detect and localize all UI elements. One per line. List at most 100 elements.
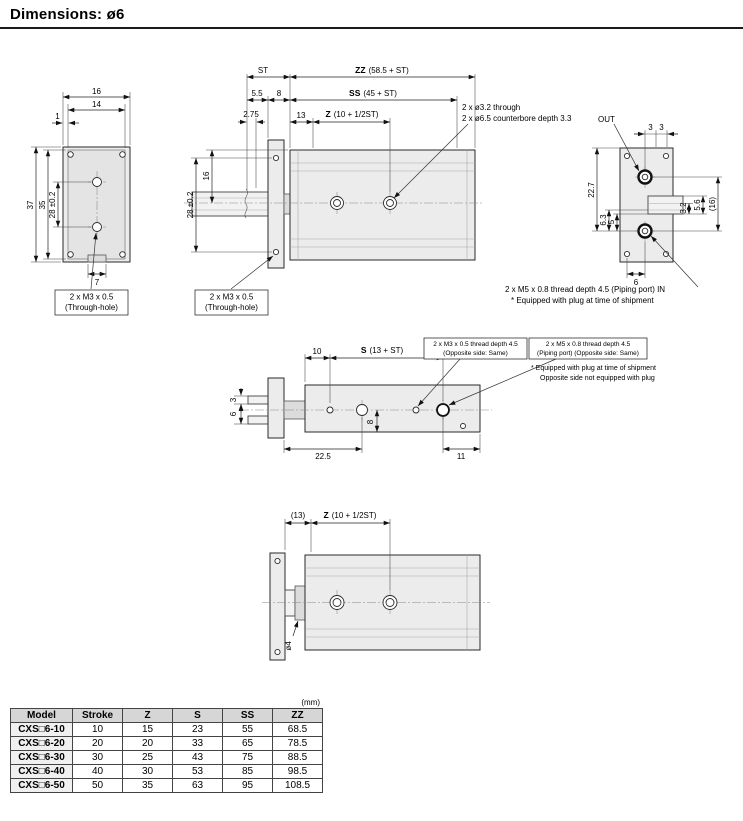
counterbore-hole-top: [356, 404, 368, 416]
front-view-geometry: [62, 146, 131, 263]
bottom-view-labels: (13) Z(10 + 1/2ST) ø4: [284, 510, 377, 651]
guide-rod: [191, 191, 269, 217]
plate-hole: [272, 248, 280, 256]
front-hole-label-line1: 2 x M3 x 0.5: [70, 293, 114, 302]
corner-hole: [67, 151, 74, 158]
dimension-drawing: 16 14 1 37 35 28 ±0.2 7 2 x M3 x 0.5 (Th…: [26, 65, 722, 661]
side-hole-label-line1: 2 x M3 x 0.5: [210, 293, 254, 302]
plate-hole: [274, 557, 281, 565]
top-dim-11: 11: [457, 452, 466, 461]
rod-end-bar: [647, 195, 684, 215]
model-cell: CXS□6-50: [10, 778, 73, 793]
port-view: OUT 3 3 3.2 5.6 (16) 22.7 6.3 5 6 2 x M5…: [505, 115, 722, 305]
port-dim-3a: 3: [648, 123, 653, 132]
side-callout-line2: 2 x ø6.5 counterbore depth 3.3: [462, 114, 572, 123]
col-ss: SS: [222, 708, 273, 723]
m3-thread-hole: [326, 406, 334, 414]
side-view-dimension-lines: [191, 74, 476, 316]
side-hole-label-box: [194, 289, 269, 316]
corner-hole: [623, 152, 631, 160]
front-hole-label-box: [54, 289, 129, 316]
corner-hole: [623, 250, 631, 258]
side-callout-line1: 2 x ø3.2 through: [462, 103, 520, 112]
table-row: CXS□6-20 20 20 33 65 78.5: [10, 736, 323, 751]
top-dim-s: S(13 + ST): [361, 345, 404, 355]
in-port-leader: [650, 235, 699, 288]
front-view-dimension-lines: [31, 92, 131, 316]
bottom-view: (13) Z(10 + 1/2ST) ø4: [262, 510, 490, 661]
m5-callout-box: [528, 337, 648, 360]
table-row: CXS□6-40 40 30 53 85 98.5: [10, 764, 323, 779]
model-cell: CXS□6-30: [10, 750, 73, 765]
m5-callout-line2: (Piping port) (Opposite side: Same): [537, 350, 639, 357]
front-dim-1: 1: [55, 112, 60, 121]
port-view-labels: OUT 3 3 3.2 5.6 (16) 22.7 6.3 5 6 2 x M5…: [505, 115, 717, 305]
front-dim-14: 14: [92, 100, 101, 109]
m3-callout-box: [423, 337, 528, 360]
m3-callout-line1: 2 x M3 x 0.5 thread depth 4.5: [433, 341, 518, 348]
side-dim-5-5: 5.5: [251, 89, 263, 98]
table-row: CXS□6-10 10 15 23 55 68.5: [10, 722, 323, 737]
out-leader: [613, 123, 640, 172]
plate-hole: [272, 154, 280, 162]
port-view-dimension-lines: [592, 123, 722, 288]
corner-hole: [119, 251, 126, 258]
port-dim-6-3: 6.3: [599, 214, 608, 226]
col-z: Z: [122, 708, 173, 723]
corner-hole: [119, 151, 126, 158]
front-dim-35: 35: [38, 200, 47, 209]
end-plate-bottom: [269, 552, 286, 661]
front-dim-37: 37: [26, 200, 35, 209]
unit-label: (mm): [301, 698, 320, 707]
side-view-labels: ST ZZ(58.5 + ST) 5.5 8 SS(45 + ST) 2.75 …: [186, 65, 572, 312]
front-dim-16: 16: [92, 87, 101, 96]
plug-note: * Equipped with plug at time of shipment: [511, 296, 655, 305]
m3-callout-leader: [417, 358, 461, 407]
front-hole-leader: [90, 232, 98, 290]
col-s: S: [172, 708, 223, 723]
piping-port-label: 2 x M5 x 0.8 thread depth 4.5 (Piping po…: [505, 285, 665, 294]
side-view-geometry: [184, 139, 483, 269]
plate-hole: [274, 648, 281, 656]
dimension-table-section: (mm) Model Stroke Z S SS ZZ CXS□6-10 10: [10, 698, 323, 793]
top-note-2: Opposite side not equipped with plug: [540, 375, 655, 382]
guide-rod-bottom: [247, 415, 269, 425]
port-dim-5: 5: [607, 219, 616, 224]
top-dim-22-5: 22.5: [315, 452, 331, 461]
piping-port-top: [436, 403, 450, 417]
side-dim-ss: SS(45 + ST): [349, 88, 397, 98]
port-dim-3b: 3: [659, 123, 664, 132]
port-dim-3-2: 3.2: [679, 202, 688, 214]
bottom-dim-13: (13): [291, 511, 306, 520]
bottom-dim-rod: ø4: [284, 641, 293, 651]
end-plate-top: [267, 377, 285, 439]
side-hole-label-line2: (Through-hole): [205, 303, 258, 312]
page-title: Dimensions: ø6: [10, 6, 125, 23]
bottom-dim-z: Z(10 + 1/2ST): [324, 510, 377, 520]
corner-hole: [662, 250, 670, 258]
top-view-dimension-lines: [234, 337, 648, 453]
m5-callout-leader: [448, 358, 557, 406]
side-dim-zz: ZZ(58.5 + ST): [355, 65, 409, 75]
cylinder-body-top: [304, 384, 481, 433]
front-view: 16 14 1 37 35 28 ±0.2 7 2 x M3 x 0.5 (Th…: [26, 87, 131, 316]
model-cell: CXS□6-40: [10, 764, 73, 779]
m5-callout-line1: 2 x M5 x 0.8 thread depth 4.5: [546, 341, 631, 348]
front-dim-7: 7: [95, 278, 100, 287]
counterbore-leader: [393, 123, 469, 199]
col-zz: ZZ: [272, 708, 323, 723]
model-cell: CXS□6-10: [10, 722, 73, 737]
bottom-view-geometry: [262, 552, 490, 661]
table-row: CXS□6-30 30 25 43 75 88.5: [10, 750, 323, 765]
title-rule: [0, 27, 743, 29]
small-hole: [460, 423, 466, 429]
front-dim-28: 28 ±0.2: [48, 191, 57, 218]
side-dim-8: 8: [277, 89, 282, 98]
rod-dia-leader: [292, 620, 299, 637]
port-dim-16: (16): [708, 197, 717, 212]
front-bottom-notch: [87, 254, 107, 263]
rod-coupling: [283, 193, 291, 215]
top-dim-6: 6: [229, 411, 238, 416]
m3-callout-line2: (Opposite side: Same): [443, 350, 508, 357]
